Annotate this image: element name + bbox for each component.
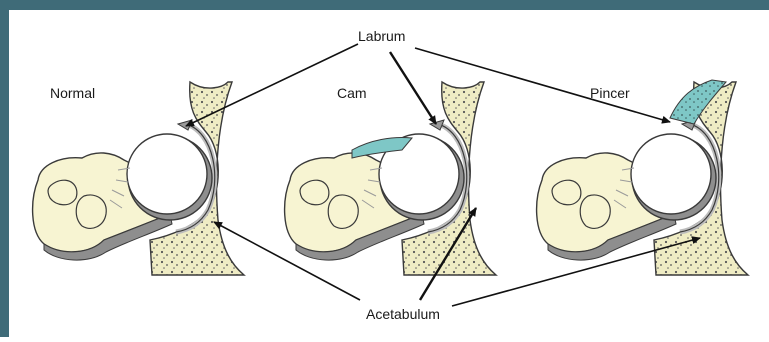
label-labrum: Labrum bbox=[358, 28, 405, 44]
panel-title-pincer: Pincer bbox=[590, 85, 630, 101]
panel-pincer bbox=[537, 80, 748, 275]
panel-cam bbox=[285, 82, 496, 275]
panel-normal bbox=[33, 82, 244, 275]
panel-title-cam: Cam bbox=[337, 85, 367, 101]
frame-top-bar bbox=[0, 0, 769, 10]
panel-title-normal: Normal bbox=[50, 85, 95, 101]
label-acetabulum: Acetabulum bbox=[366, 306, 440, 322]
frame-left-bar bbox=[0, 0, 9, 337]
